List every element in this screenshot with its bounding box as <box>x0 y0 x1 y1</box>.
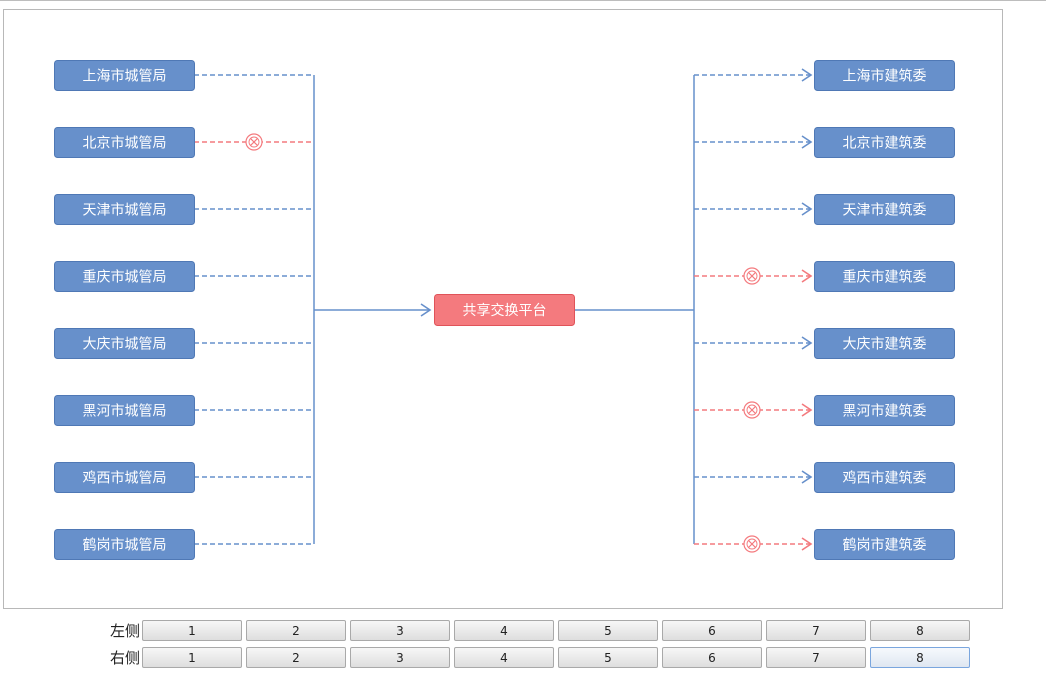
left-node-7: 鸡西市城管局 <box>54 462 195 493</box>
right-node-1: 上海市建筑委 <box>814 60 955 91</box>
topology-diagram: 上海市城管局北京市城管局天津市城管局重庆市城管局大庆市城管局黑河市城管局鸡西市城… <box>54 60 955 560</box>
center-platform-node: 共享交换平台 <box>434 294 575 326</box>
right-node-7: 鸡西市建筑委 <box>814 462 955 493</box>
center-platform-node-box <box>434 294 575 326</box>
top-divider <box>0 0 1046 1</box>
right-link-8-broken-icon-inner-ring <box>746 538 758 550</box>
right-node-1-label: 上海市建筑委 <box>843 68 927 85</box>
right-link-6-broken-icon <box>743 401 761 419</box>
left-link-2-broken-icon-inner-ring <box>248 136 260 148</box>
right-node-2-label: 北京市建筑委 <box>843 135 927 152</box>
left-node-7-box <box>54 462 195 493</box>
right-node-4-label: 重庆市建筑委 <box>843 269 927 286</box>
left-node-8-label: 鹤岗市城管局 <box>83 537 167 554</box>
right-node-5-label: 大庆市建筑委 <box>843 336 927 353</box>
left-node-2-box <box>54 127 195 158</box>
right-node-1-box <box>814 60 955 91</box>
left-toggle-button-7[interactable]: 7 <box>766 620 866 641</box>
left-node-1-box <box>54 60 195 91</box>
right-link-4-arrow <box>801 269 813 283</box>
left-node-6-box <box>54 395 195 426</box>
right-node-6-label: 黑河市建筑委 <box>843 403 927 420</box>
left-toggle-button-2[interactable]: 2 <box>246 620 346 641</box>
right-controls-label: 右侧 <box>109 649 140 667</box>
left-node-1-label: 上海市城管局 <box>83 68 167 85</box>
left-link-2-broken-icon <box>245 133 263 151</box>
left-node-6-label: 黑河市城管局 <box>83 403 167 420</box>
right-controls: 右侧 1 2 3 4 5 6 7 8 <box>0 647 1046 669</box>
right-node-7-label: 鸡西市建筑委 <box>843 470 927 487</box>
right-node-2-box <box>814 127 955 158</box>
left-node-5-box <box>54 328 195 359</box>
right-link-4-broken-icon <box>743 267 761 285</box>
right-node-7-box <box>814 462 955 493</box>
right-link-8-arrow <box>801 537 813 551</box>
right-link-5-arrow <box>801 336 813 350</box>
right-node-6: 黑河市建筑委 <box>814 395 955 426</box>
left-node-3-label: 天津市城管局 <box>83 202 167 219</box>
right-link-6-broken-icon-inner-ring <box>746 404 758 416</box>
center-platform-node-label: 共享交换平台 <box>463 302 547 319</box>
right-link-3-arrow <box>801 202 813 216</box>
left-controls-label: 左侧 <box>109 622 140 640</box>
right-link-8-broken-icon-slash-b <box>748 540 756 548</box>
right-link-4-broken-icon-slash-b <box>748 272 756 280</box>
left-node-1: 上海市城管局 <box>54 60 195 91</box>
right-node-3-label: 天津市建筑委 <box>843 202 927 219</box>
left-node-4-box <box>54 261 195 292</box>
left-toggle-button-6[interactable]: 6 <box>662 620 762 641</box>
right-toggle-button-4[interactable]: 4 <box>454 647 554 668</box>
right-node-5-box <box>814 328 955 359</box>
right-toggle-button-5[interactable]: 5 <box>558 647 658 668</box>
left-toggle-button-5[interactable]: 5 <box>558 620 658 641</box>
right-node-3-box <box>814 194 955 225</box>
left-node-8-box <box>54 529 195 560</box>
left-node-4-label: 重庆市城管局 <box>83 269 167 286</box>
left-toggle-button-3[interactable]: 3 <box>350 620 450 641</box>
right-toggle-button-3[interactable]: 3 <box>350 647 450 668</box>
left-node-8: 鹤岗市城管局 <box>54 529 195 560</box>
left-node-5-label: 大庆市城管局 <box>83 336 167 353</box>
right-toggle-button-2[interactable]: 2 <box>246 647 346 668</box>
right-toggle-button-7[interactable]: 7 <box>766 647 866 668</box>
right-toggle-button-1[interactable]: 1 <box>142 647 242 668</box>
left-node-2: 北京市城管局 <box>54 127 195 158</box>
right-node-4: 重庆市建筑委 <box>814 261 955 292</box>
right-link-4-broken-icon-inner-ring <box>746 270 758 282</box>
right-link-6-arrow <box>801 403 813 417</box>
right-link-6-broken-icon-slash-b <box>748 406 756 414</box>
left-node-3: 天津市城管局 <box>54 194 195 225</box>
right-link-1-arrow <box>801 68 813 82</box>
right-node-5: 大庆市建筑委 <box>814 328 955 359</box>
right-link-7-arrow <box>801 470 813 484</box>
right-node-6-box <box>814 395 955 426</box>
right-link-8-broken-icon <box>743 535 761 553</box>
right-toggle-button-6[interactable]: 6 <box>662 647 762 668</box>
right-node-8-label: 鹤岗市建筑委 <box>843 537 927 554</box>
left-node-4: 重庆市城管局 <box>54 261 195 292</box>
right-toggle-button-8[interactable]: 8 <box>870 647 970 668</box>
left-toggle-button-4[interactable]: 4 <box>454 620 554 641</box>
left-toggle-button-1[interactable]: 1 <box>142 620 242 641</box>
right-node-8: 鹤岗市建筑委 <box>814 529 955 560</box>
left-toggle-button-8[interactable]: 8 <box>870 620 970 641</box>
left-node-3-box <box>54 194 195 225</box>
left-link-2-broken-icon-slash-b <box>250 138 258 146</box>
left-node-2-label: 北京市城管局 <box>83 135 167 152</box>
right-node-8-box <box>814 529 955 560</box>
left-controls: 左侧 1 2 3 4 5 6 7 8 <box>0 620 1046 642</box>
topology-panel: 上海市城管局北京市城管局天津市城管局重庆市城管局大庆市城管局黑河市城管局鸡西市城… <box>3 9 1003 609</box>
left-node-6: 黑河市城管局 <box>54 395 195 426</box>
right-node-3: 天津市建筑委 <box>814 194 955 225</box>
left-node-5: 大庆市城管局 <box>54 328 195 359</box>
right-link-2-arrow <box>801 135 813 149</box>
right-node-2: 北京市建筑委 <box>814 127 955 158</box>
left-node-7-label: 鸡西市城管局 <box>83 470 167 487</box>
left-to-center-arrow <box>420 303 432 317</box>
right-node-4-box <box>814 261 955 292</box>
